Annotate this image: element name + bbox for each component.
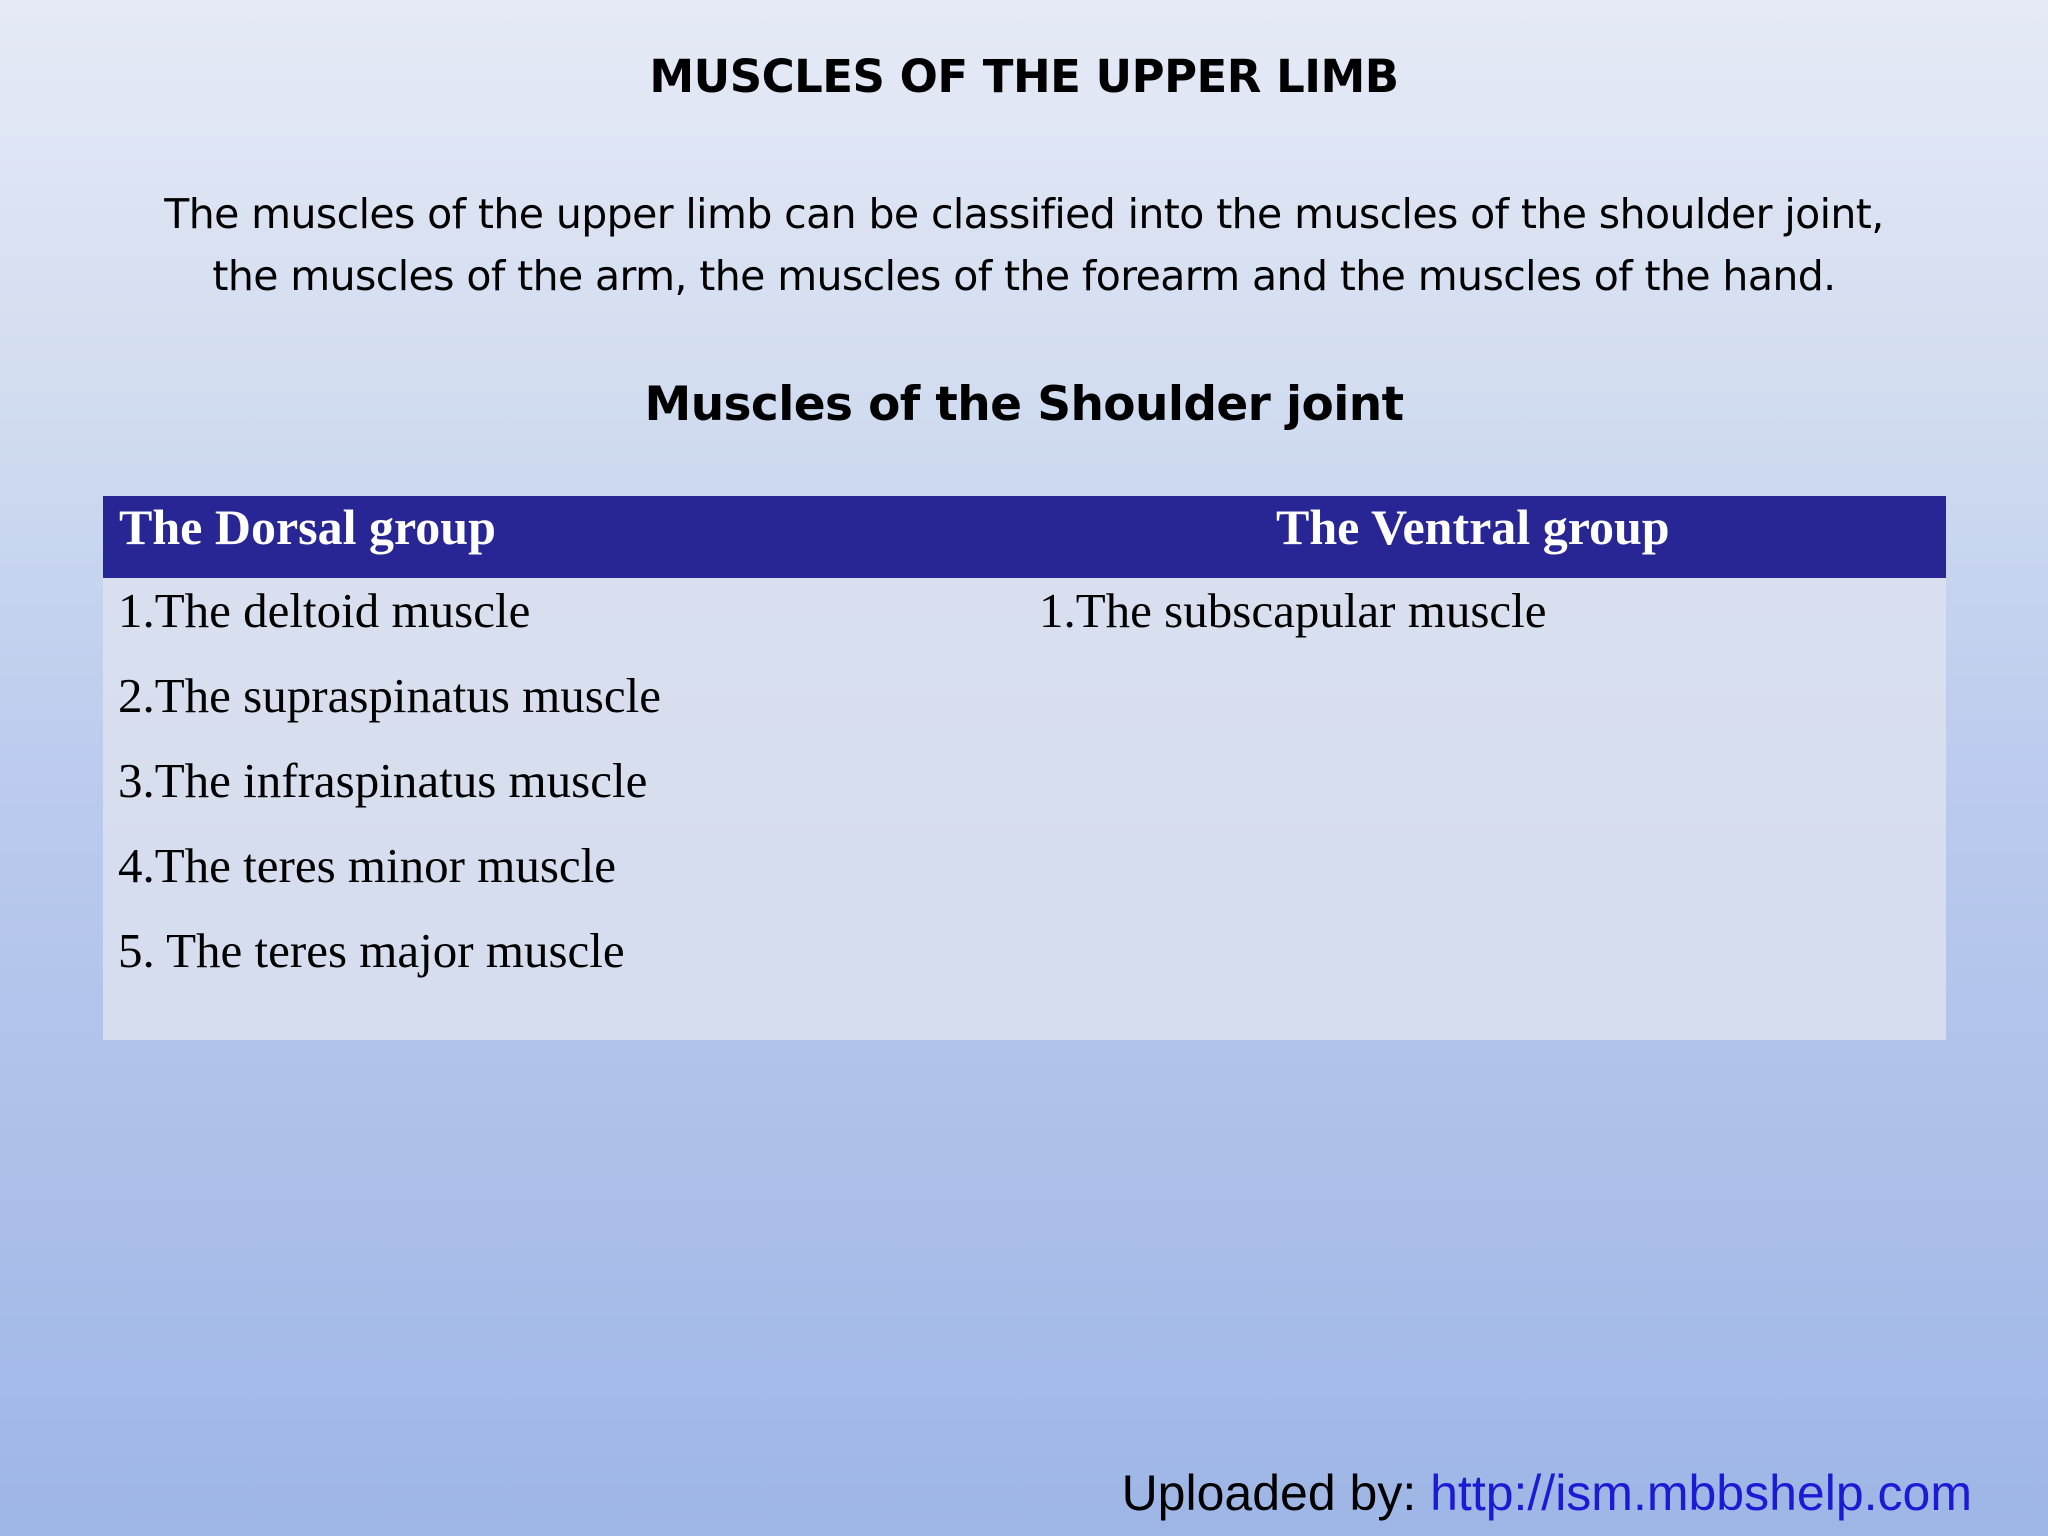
ventral-muscle-item: 1.The subscapular muscle — [1039, 583, 1547, 638]
upload-credit-link[interactable]: http://ism.mbbshelp.com — [1430, 1465, 1972, 1521]
intro-line: The muscles of the upper limb can be cla… — [164, 190, 1884, 238]
ventral-group-list: 1.The subscapular muscle — [1039, 578, 1547, 663]
dorsal-muscle-item: 5. The teres major muscle — [118, 923, 625, 978]
upload-credit: Uploaded by: http://ism.mbbshelp.com — [1122, 1464, 1972, 1522]
upload-credit-label: Uploaded by: — [1121, 1465, 1431, 1521]
dorsal-muscle-item: 1.The deltoid muscle — [118, 583, 531, 638]
dorsal-muscle-item: 4.The teres minor muscle — [118, 838, 617, 893]
muscle-group-table: The Dorsal group The Ventral group 1.The… — [103, 496, 1946, 1040]
section-heading: Muscles of the Shoulder joint — [644, 377, 1405, 432]
dorsal-muscle-item: 2.The supraspinatus muscle — [118, 668, 661, 723]
slide-title: MUSCLES OF THE UPPER LIMB — [649, 50, 1399, 103]
dorsal-muscle-item: 3.The infraspinatus muscle — [118, 753, 648, 808]
ventral-group-header: The Ventral group — [1276, 499, 1670, 555]
dorsal-group-list: 1.The deltoid muscle 2.The supraspinatus… — [118, 578, 661, 1003]
intro-paragraph: The muscles of the upper limb can be cla… — [104, 183, 1944, 307]
table-header-row: The Dorsal group The Ventral group — [103, 496, 1946, 578]
dorsal-group-header: The Dorsal group — [119, 499, 496, 555]
intro-line: the muscles of the arm, the muscles of t… — [212, 252, 1836, 300]
